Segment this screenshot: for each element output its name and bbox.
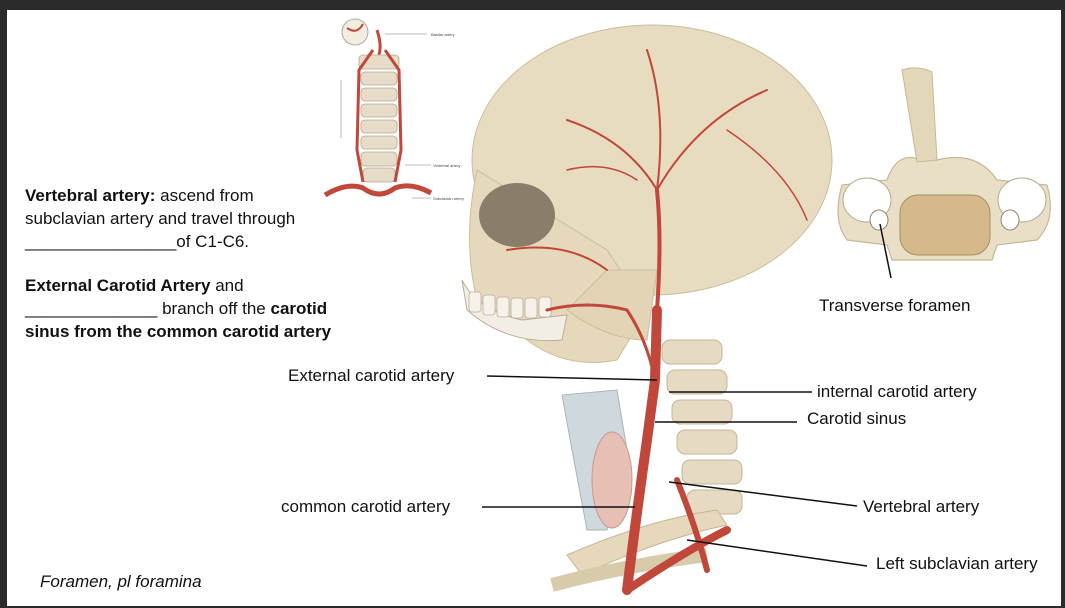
skull-neck-image [461, 24, 833, 595]
external-blank: ______________ [25, 299, 158, 318]
vertebral-artery-notes: Vertebral artery: ascend from subclavian… [25, 184, 385, 364]
internal-carotid-label: internal carotid artery [817, 382, 977, 401]
vertebral-line-1: ascend from [155, 186, 254, 205]
carotid-term: carotid [270, 299, 328, 318]
svg-text:Basilar artery: Basilar artery [431, 32, 455, 37]
vertebral-line-2: subclavian artery and travel through [25, 209, 296, 228]
vertebral-artery-label: Vertebral artery [863, 497, 980, 516]
slide: Basilar artery Vertebral artery Subclavi… [7, 10, 1061, 606]
external-text-1: and [210, 276, 244, 295]
spine-inset-image: Basilar artery Vertebral artery Subclavi… [323, 18, 464, 201]
vertebra-image [837, 67, 1051, 279]
external-carotid-term: External Carotid Artery [25, 276, 211, 295]
leader-lines [482, 375, 868, 567]
footnote: Foramen, pl foramina [40, 572, 202, 591]
svg-text:Vertebral artery: Vertebral artery [433, 163, 460, 168]
svg-text:Subclavian artery: Subclavian artery [433, 196, 464, 201]
external-carotid-label: External carotid artery [288, 366, 455, 385]
external-carotid-paragraph: External Carotid Artery and ____________… [25, 274, 385, 343]
carotid-sinus-label: Carotid sinus [807, 409, 907, 428]
vertebral-artery-term: Vertebral artery: [25, 186, 156, 205]
external-text-2: branch off the [157, 299, 271, 318]
anatomy-illustration: Basilar artery Vertebral artery Subclavi… [323, 18, 1051, 595]
vertebral-artery-paragraph: Vertebral artery: ascend from subclavian… [25, 184, 385, 253]
common-carotid-label: common carotid artery [281, 497, 451, 516]
vertebral-line-3: ________________of C1-C6. [25, 232, 250, 251]
carotid-sinus-term: sinus from the common carotid artery [25, 322, 332, 341]
left-subclavian-label: Left subclavian artery [876, 554, 1038, 573]
transverse-foramen-label: Transverse foramen [819, 296, 971, 315]
